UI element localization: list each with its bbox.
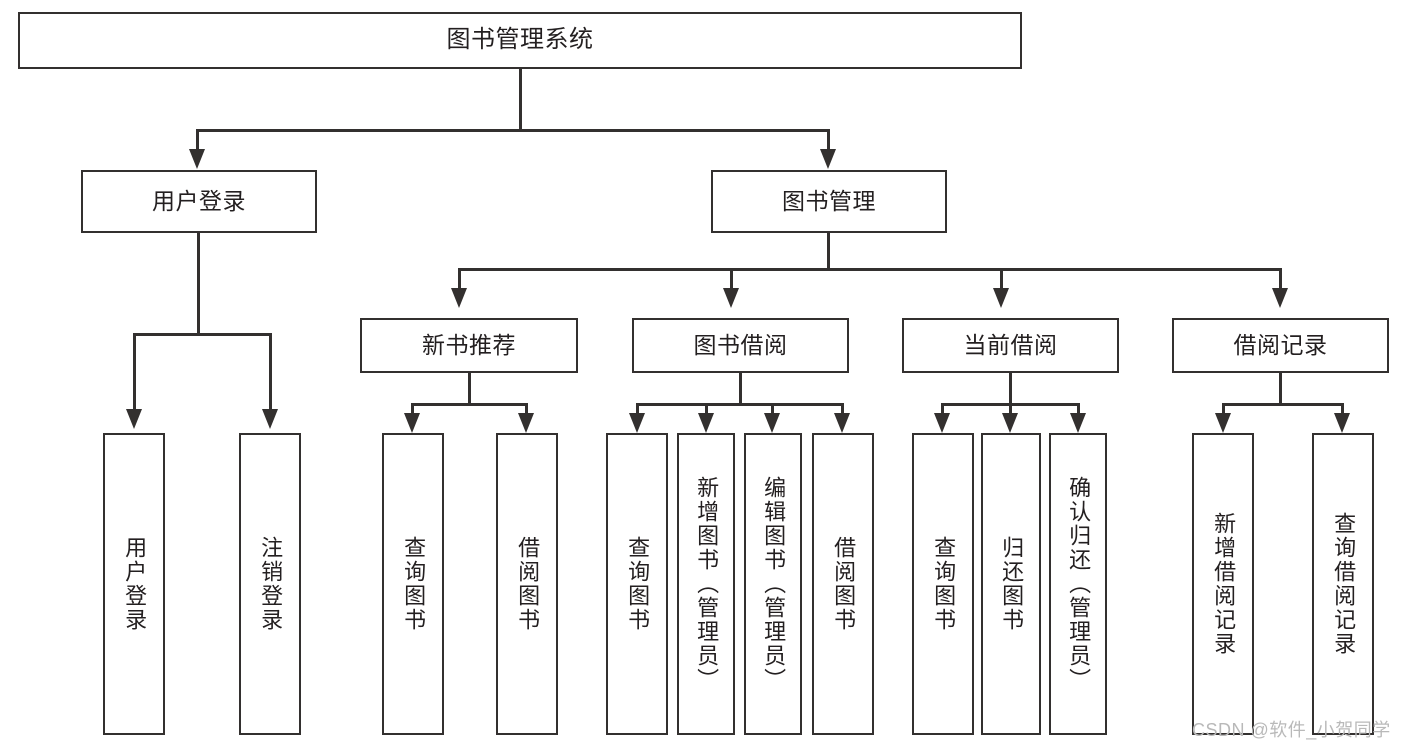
node-borrow-record[interactable]: 借阅记录 (1172, 318, 1389, 373)
node-label: 借阅图书 (515, 536, 541, 632)
arrow-br-leaf-1 (1215, 413, 1231, 433)
arrow-current-borrow (993, 288, 1009, 308)
connector-new-book-stem (468, 373, 471, 405)
node-label: 借阅图书 (831, 536, 857, 632)
connector-drop-leaf-user-login (133, 333, 136, 411)
node-label: 借阅记录 (1233, 331, 1328, 358)
connector-level3-bar (458, 268, 1282, 271)
node-new-book-recommend[interactable]: 新书推荐 (360, 318, 578, 373)
arrow-user-login (189, 149, 205, 169)
node-book-management[interactable]: 图书管理 (711, 170, 947, 233)
node-label: 用户登录 (152, 187, 246, 214)
leaf-bb-edit-book-admin[interactable]: 编辑图书（管理员） (744, 433, 802, 735)
connector-user-login-bar (133, 333, 272, 336)
arrow-bb-leaf-3 (764, 413, 780, 433)
connector-book-manage-stem (827, 233, 830, 270)
connector-drop-user-login (196, 129, 199, 151)
connector-book-borrow-bar (636, 403, 844, 406)
connector-drop-nb-leaf-1 (411, 403, 414, 415)
node-current-borrow[interactable]: 当前借阅 (902, 318, 1119, 373)
arrow-bb-leaf-2 (698, 413, 714, 433)
node-label: 确认归还（管理员） (1066, 476, 1092, 692)
node-label: 图书借阅 (693, 331, 788, 358)
connector-drop-bb-leaf-2 (705, 403, 708, 415)
connector-drop-borrow-record (1279, 268, 1282, 290)
connector-root-stem (519, 69, 522, 131)
csdn-watermark: CSDN @软件_小贺同学 (1192, 720, 1391, 740)
node-label: 新增借阅记录 (1211, 512, 1237, 656)
leaf-cb-query-book[interactable]: 查询图书 (912, 433, 974, 735)
arrow-leaf-user-login (126, 409, 142, 429)
connector-drop-book-borrow (730, 268, 733, 290)
leaf-br-add-record[interactable]: 新增借阅记录 (1192, 433, 1254, 735)
node-label: 图书管理系统 (446, 26, 594, 54)
connector-drop-cb-leaf-1 (941, 403, 944, 415)
arrow-cb-leaf-2 (1002, 413, 1018, 433)
connector-book-borrow-stem (739, 373, 742, 405)
connector-new-book-bar (411, 403, 528, 406)
arrow-nb-leaf-2 (518, 413, 534, 433)
node-label: 新增图书（管理员） (694, 476, 720, 692)
leaf-bb-borrow-book[interactable]: 借阅图书 (812, 433, 874, 735)
arrow-new-book (451, 288, 467, 308)
arrow-cb-leaf-1 (934, 413, 950, 433)
leaf-bb-query-book[interactable]: 查询图书 (606, 433, 668, 735)
arrow-book-manage (820, 149, 836, 169)
node-label: 编辑图书（管理员） (761, 476, 787, 692)
leaf-cb-confirm-return-admin[interactable]: 确认归还（管理员） (1049, 433, 1107, 735)
node-label: 新书推荐 (422, 331, 516, 358)
connector-drop-cb-leaf-2 (1009, 403, 1012, 415)
arrow-bb-leaf-1 (629, 413, 645, 433)
node-label: 用户登录 (122, 536, 148, 632)
connector-user-login-stem (197, 233, 200, 335)
connector-level2-bar (196, 129, 830, 132)
connector-drop-current-borrow (1000, 268, 1003, 290)
node-label: 查询图书 (401, 536, 427, 632)
connector-borrow-record-bar (1222, 403, 1344, 406)
leaf-bb-add-book-admin[interactable]: 新增图书（管理员） (677, 433, 735, 735)
node-book-borrow[interactable]: 图书借阅 (632, 318, 849, 373)
arrow-bb-leaf-4 (834, 413, 850, 433)
node-root-system[interactable]: 图书管理系统 (18, 12, 1022, 69)
leaf-nb-query-book[interactable]: 查询图书 (382, 433, 444, 735)
leaf-logout[interactable]: 注销登录 (239, 433, 301, 735)
connector-drop-bb-leaf-4 (841, 403, 844, 415)
node-label: 查询图书 (625, 536, 651, 632)
node-label: 查询借阅记录 (1331, 512, 1357, 656)
arrow-cb-leaf-3 (1070, 413, 1086, 433)
node-label: 图书管理 (782, 187, 876, 214)
connector-drop-br-leaf-2 (1341, 403, 1344, 415)
connector-drop-nb-leaf-2 (525, 403, 528, 415)
connector-drop-cb-leaf-3 (1077, 403, 1080, 415)
arrow-br-leaf-2 (1334, 413, 1350, 433)
connector-drop-bb-leaf-1 (636, 403, 639, 415)
node-user-login[interactable]: 用户登录 (81, 170, 317, 233)
arrow-borrow-record (1272, 288, 1288, 308)
connector-borrow-record-stem (1279, 373, 1282, 405)
leaf-br-query-record[interactable]: 查询借阅记录 (1312, 433, 1374, 735)
connector-current-borrow-stem (1009, 373, 1012, 405)
arrow-book-borrow (723, 288, 739, 308)
arrow-nb-leaf-1 (404, 413, 420, 433)
connector-drop-new-book (458, 268, 461, 290)
connector-drop-br-leaf-1 (1222, 403, 1225, 415)
arrow-leaf-logout (262, 409, 278, 429)
leaf-nb-borrow-book[interactable]: 借阅图书 (496, 433, 558, 735)
node-label: 归还图书 (999, 536, 1025, 632)
node-label: 查询图书 (931, 536, 957, 632)
connector-drop-bb-leaf-3 (771, 403, 774, 415)
node-label: 注销登录 (258, 536, 284, 632)
connector-drop-book-manage (827, 129, 830, 151)
node-label: 当前借阅 (963, 331, 1058, 358)
leaf-user-login[interactable]: 用户登录 (103, 433, 165, 735)
leaf-cb-return-book[interactable]: 归还图书 (981, 433, 1041, 735)
connector-drop-leaf-logout (269, 333, 272, 411)
